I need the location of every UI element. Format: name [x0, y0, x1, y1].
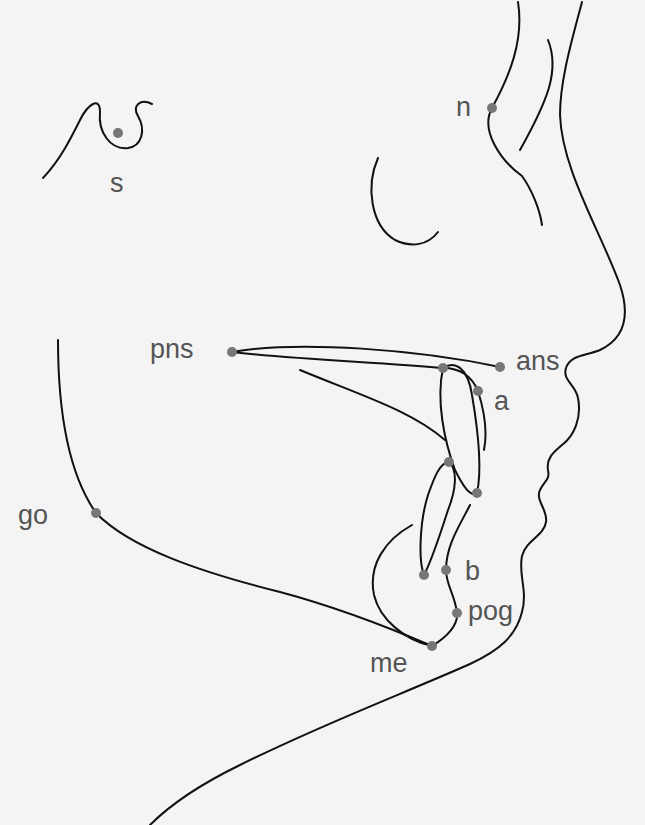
landmark-dot [495, 362, 505, 372]
landmark-label: ans [516, 348, 560, 375]
landmark-dot [441, 565, 451, 575]
landmark-dot [444, 457, 454, 467]
maxilla-alveolar [300, 370, 445, 440]
landmark-dot [113, 128, 123, 138]
landmark-dot [473, 386, 483, 396]
landmark-label: pns [150, 336, 194, 363]
frontal-outline [520, 40, 553, 150]
landmark-dot [227, 347, 237, 357]
palate-lower [232, 352, 486, 450]
landmark-dot [419, 570, 429, 580]
mandible-symphysis [373, 505, 470, 646]
landmark-label: go [18, 502, 48, 529]
landmark-dot [427, 641, 437, 651]
landmark-label: n [456, 94, 471, 121]
landmark-dot [487, 103, 497, 113]
landmark-dot [91, 508, 101, 518]
upper-incisor [440, 365, 479, 494]
landmark-label: me [370, 650, 408, 677]
sella-outline [43, 102, 152, 178]
orbit-outline [371, 158, 438, 244]
lower-incisor [421, 462, 455, 575]
landmark-label: b [465, 558, 480, 585]
soft-tissue-profile [150, 2, 625, 825]
landmark-label: a [494, 388, 509, 415]
landmark-dot [438, 363, 448, 373]
nasal-bone [488, 2, 542, 225]
landmark-label: s [110, 170, 124, 197]
landmark-label: pog [468, 598, 513, 625]
landmark-dot [472, 488, 482, 498]
landmark-dot [452, 608, 462, 618]
